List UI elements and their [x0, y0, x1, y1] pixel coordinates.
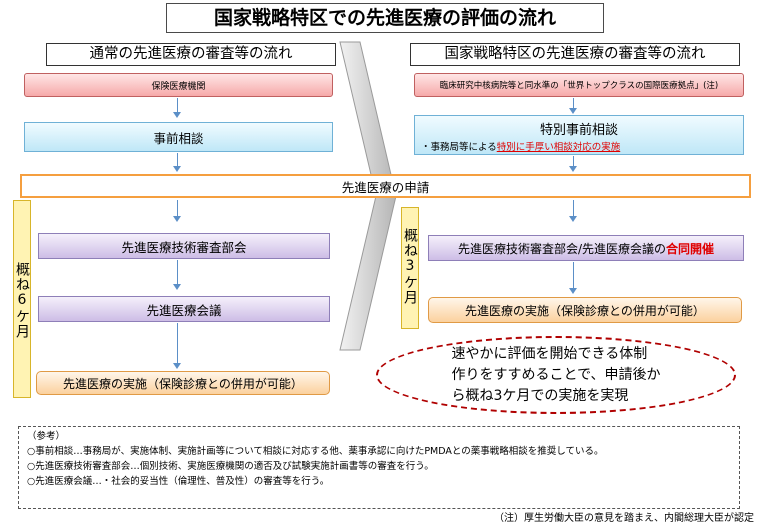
notes-line: ○先進医療会議…・社会的妥当性（倫理性、普及性）の審査等を行う。	[27, 476, 330, 487]
arrow-down-icon	[573, 98, 574, 108]
left-section-heading: 通常の先進医療の審査等の流れ	[46, 43, 336, 66]
arrow-down-icon	[573, 262, 574, 288]
arrow-down-icon	[177, 98, 178, 112]
arrow-down-icon	[173, 112, 181, 118]
arrow-down-icon	[173, 216, 181, 222]
right-step-implementation: 先進医療の実施（保険診療との併用が可能）	[428, 297, 742, 323]
left-step-implementation: 先進医療の実施（保険診療との併用が可能）	[36, 371, 330, 395]
left-step-pre-consultation: 事前相談	[24, 122, 333, 152]
arrow-down-icon	[569, 288, 577, 294]
callout-ellipse: 速やかに評価を開始できる体制 作りをすすめることで、申請後か ら概ね3ケ月での実…	[376, 336, 736, 414]
right-duration-bar	[401, 207, 419, 329]
arrow-down-icon	[173, 363, 181, 369]
reference-notes: （参考） ○事前相談…事務局が、実施体制、実施計画等について相談に対応する他、薬…	[18, 426, 740, 509]
right-step-implementation-label: 先進医療の実施（保険診療との併用が可能）	[465, 303, 705, 318]
left-step-implementation-label: 先進医療の実施（保険診療との併用が可能）	[63, 376, 303, 391]
right-section-heading: 国家戦略特区の先進医療の審査等の流れ	[410, 43, 740, 66]
right-step-special-pre-consultation-note: ・事務局等による特別に手厚い相談対応の実施	[421, 139, 743, 153]
arrow-down-icon	[177, 200, 178, 216]
right-step-joint-meeting-prefix: 先進医療技術審査部会/先進医療会議の	[457, 241, 667, 256]
arrow-down-icon	[173, 166, 181, 172]
right-duration-label: 概ね3ケ月	[402, 227, 418, 305]
right-step-special-pre-consultation-title: 特別事前相談	[539, 123, 618, 138]
left-step-tech-review-committee-label: 先進医療技術審査部会	[121, 239, 247, 255]
arrow-down-icon	[177, 323, 178, 363]
notes-line: ○事前相談…事務局が、実施体制、実施計画等について相談に対応する他、薬事承認に向…	[27, 446, 604, 457]
left-step-insured-hospital: 保険医療機関	[24, 73, 333, 97]
right-step-joint-meeting: 先進医療技術審査部会/先進医療会議の合同開催	[428, 235, 744, 261]
arrow-down-icon	[573, 200, 574, 216]
page-title: 国家戦略特区での先進医療の評価の流れ	[166, 3, 604, 33]
arrow-down-icon	[573, 156, 574, 166]
application-bar-label: 先進医療の申請	[341, 179, 430, 195]
arrow-down-icon	[173, 284, 181, 290]
callout-line: ら概ね3ケ月での実施を実現	[451, 387, 629, 404]
callout-line: 作りをすすめることで、申請後か	[451, 366, 661, 383]
arrow-down-icon	[569, 216, 577, 222]
footnote: （注）厚生労働大臣の意見を踏まえ、内閣総理大臣が認定	[494, 513, 754, 524]
arrow-down-icon	[569, 108, 577, 114]
left-step-advanced-medical-meeting: 先進医療会議	[38, 296, 330, 322]
right-step-world-class-center-label: 臨床研究中核病院等と同水準の「世界トップクラスの国際医療拠点」(注)	[439, 81, 719, 91]
application-bar: 先進医療の申請	[20, 174, 751, 198]
left-step-advanced-medical-meeting-label: 先進医療会議	[146, 302, 222, 318]
right-step-world-class-center: 臨床研究中核病院等と同水準の「世界トップクラスの国際医療拠点」(注)	[414, 73, 744, 97]
left-duration-bar	[13, 200, 31, 398]
note-highlight: 特別に手厚い相談対応の実施	[496, 142, 621, 153]
arrow-down-icon	[177, 260, 178, 284]
right-step-joint-meeting-highlight: 合同開催	[666, 241, 715, 256]
right-step-special-pre-consultation: 特別事前相談 ・事務局等による特別に手厚い相談対応の実施	[414, 115, 744, 155]
arrow-down-icon	[177, 153, 178, 166]
notes-header: （参考）	[27, 431, 66, 442]
left-step-tech-review-committee: 先進医療技術審査部会	[38, 233, 330, 259]
left-step-pre-consultation-label: 事前相談	[153, 130, 204, 146]
callout-text: 速やかに評価を開始できる体制 作りをすすめることで、申請後か ら概ね3ケ月での実…	[451, 344, 660, 407]
left-duration-label: 概ね6ケ月	[14, 261, 30, 339]
left-step-insured-hospital-label: 保険医療機関	[151, 81, 206, 92]
callout-line: 速やかに評価を開始できる体制	[451, 345, 648, 362]
note-prefix: ・事務局等による	[421, 142, 497, 153]
arrow-down-icon	[569, 166, 577, 172]
notes-line: ○先進医療技術審査部会…個別技術、実施医療機関の適否及び試験実施計画書等の審査を…	[27, 461, 434, 472]
